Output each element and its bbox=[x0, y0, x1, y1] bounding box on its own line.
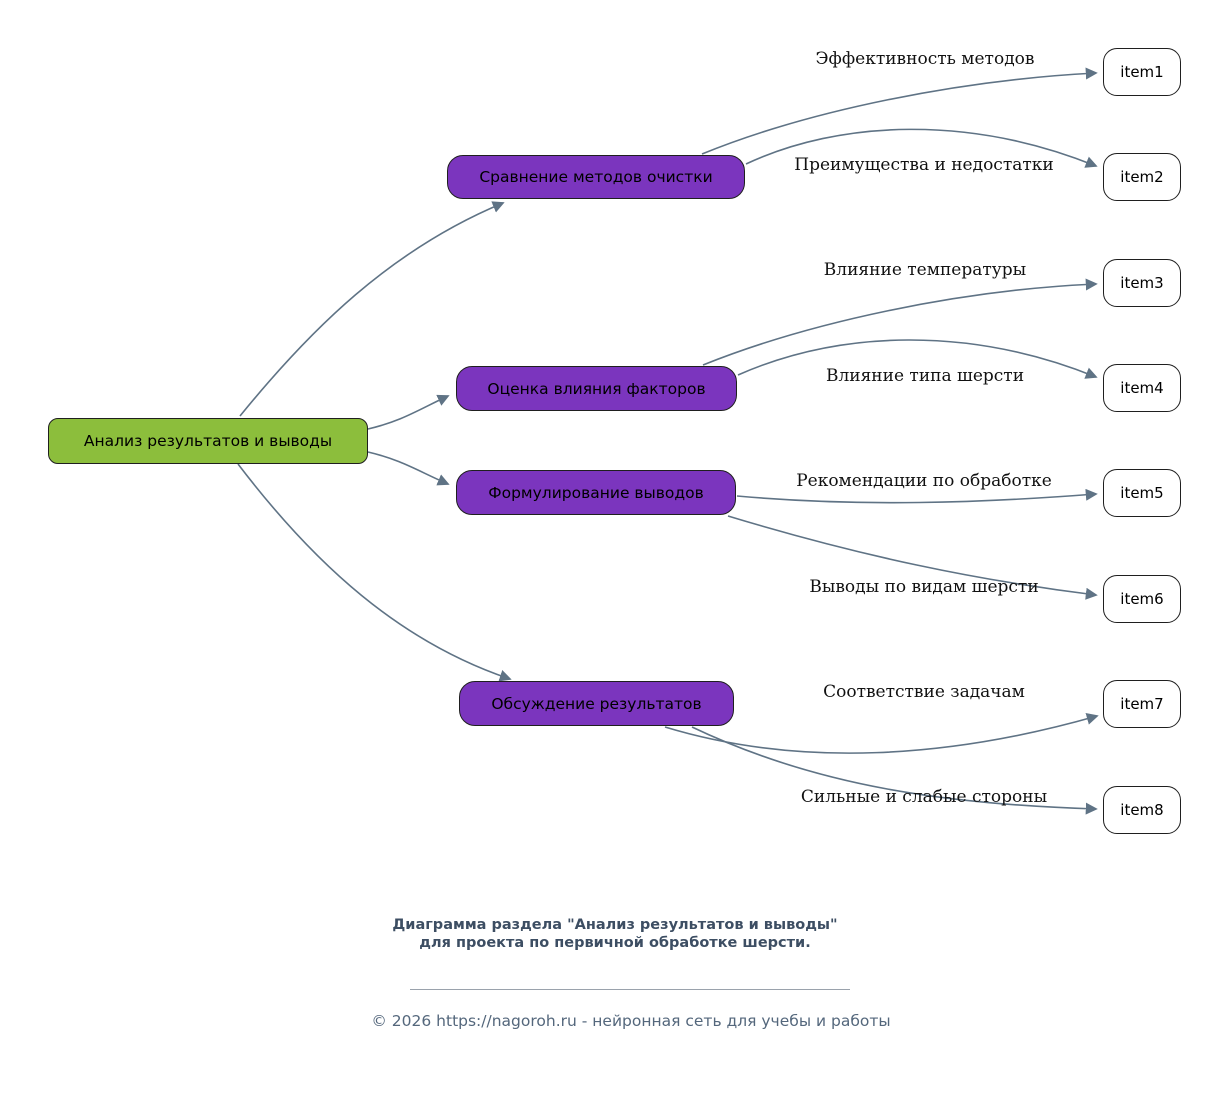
edge-root-branch3 bbox=[367, 451, 450, 486]
edge-label-4: Влияние типа шерсти bbox=[825, 366, 1025, 386]
edge-label-1: Эффективность методов bbox=[815, 49, 1035, 69]
branch-node-discussion: Обсуждение результатов bbox=[459, 681, 734, 726]
edge-label-8: Сильные и слабые стороны bbox=[800, 787, 1048, 807]
leaf-node-item7: item7 bbox=[1103, 680, 1181, 728]
edge-label-3: Влияние температуры bbox=[823, 260, 1027, 280]
branch-node-factors: Оценка влияния факторов bbox=[456, 366, 737, 411]
copyright-text: © 2026 https://nagoroh.ru - нейронная се… bbox=[371, 1012, 891, 1030]
leaf-node-item1: item1 bbox=[1103, 48, 1181, 96]
edge-branch1-item1 bbox=[701, 67, 1098, 155]
edge-label-5: Рекомендации по обработке bbox=[796, 471, 1052, 491]
edge-branch2-item3 bbox=[702, 278, 1098, 366]
leaf-node-item4: item4 bbox=[1103, 364, 1181, 412]
edge-label-2: Преимущества и недостатки bbox=[794, 155, 1054, 175]
edge-label-6: Выводы по видам шерсти bbox=[809, 577, 1039, 597]
branch-node-conclusions: Формулирование выводов bbox=[456, 470, 736, 515]
leaf-node-item8: item8 bbox=[1103, 786, 1181, 834]
edge-label-7: Соответствие задачам bbox=[823, 682, 1025, 702]
leaf-node-item2: item2 bbox=[1103, 153, 1181, 201]
edge-branch4-item7 bbox=[664, 713, 1099, 754]
diagram-caption: Диаграмма раздела "Анализ результатов и … bbox=[392, 917, 838, 952]
leaf-node-item3: item3 bbox=[1103, 259, 1181, 307]
footer-divider bbox=[410, 989, 850, 990]
branch-node-comparison: Сравнение методов очистки bbox=[447, 155, 745, 199]
edge-root-branch2 bbox=[367, 394, 450, 430]
leaf-node-item5: item5 bbox=[1103, 469, 1181, 517]
root-node: Анализ результатов и выводы bbox=[48, 418, 368, 464]
edge-branch3-item5 bbox=[736, 488, 1098, 504]
leaf-node-item6: item6 bbox=[1103, 575, 1181, 623]
